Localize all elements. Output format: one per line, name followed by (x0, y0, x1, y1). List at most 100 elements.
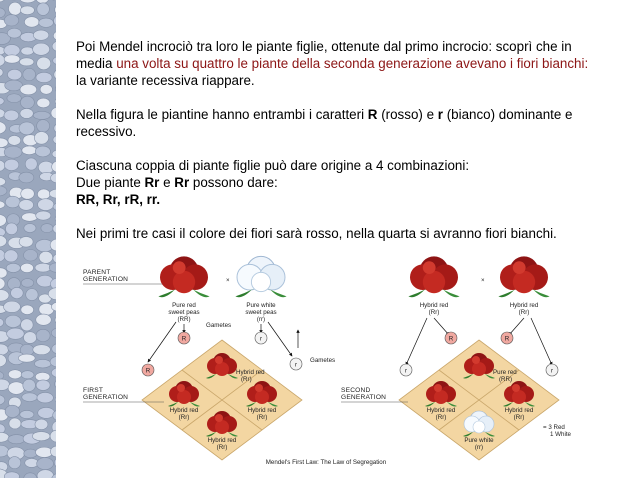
cell-right-right-label-1: Hybrid red (505, 407, 534, 414)
pebble (0, 214, 7, 227)
pebble (0, 432, 10, 443)
pebble (21, 212, 38, 222)
mendel-segregation-figure: PARENT GENERATION × Pure red sweet peas … (83, 255, 572, 466)
pebble (55, 86, 56, 92)
svg-text:R: R (146, 368, 151, 375)
p2-allele-R: R (367, 107, 378, 122)
hybrid-red-flower-left (408, 256, 460, 298)
pebble (19, 108, 34, 119)
pebble (0, 97, 5, 106)
pebble (5, 195, 21, 209)
pebble (0, 353, 7, 368)
pebble (0, 394, 6, 406)
pebble (50, 107, 56, 120)
pebble (0, 267, 8, 279)
pebble (8, 369, 23, 380)
pebble (36, 457, 54, 470)
pebble (7, 27, 22, 39)
pebble (47, 287, 56, 301)
pebble (51, 367, 56, 378)
ratio-white: 1 White (550, 431, 572, 438)
paragraph-3: Ciascuna coppia di piante figlie può dar… (76, 157, 601, 208)
pebble (23, 448, 38, 459)
pebble (4, 404, 20, 418)
pebble (8, 417, 22, 430)
cell-right-bottom-label-1: Pure white (464, 437, 494, 444)
pebble (0, 423, 6, 435)
pebble (19, 83, 37, 96)
pebble (0, 137, 9, 148)
pebble (7, 135, 22, 146)
ratio-red: = 3 Red (543, 424, 565, 431)
pebble (0, 200, 6, 209)
pebble (51, 473, 56, 478)
pebble (3, 109, 20, 122)
pebble (0, 0, 5, 3)
pebble (0, 277, 6, 290)
pebble (52, 56, 56, 65)
pebble (0, 121, 7, 135)
pebble (49, 356, 56, 368)
arrow-h1-r (405, 317, 428, 366)
pebble (32, 344, 51, 355)
pebble (52, 410, 56, 421)
pebble (54, 98, 56, 105)
pebble (18, 199, 34, 211)
paragraph-4: Nei primi tre casi il colore dei fiori s… (76, 225, 601, 242)
pebble (49, 429, 56, 443)
pebble (52, 224, 56, 234)
pebble (0, 235, 7, 248)
pebble (34, 131, 49, 145)
cell-left-top-label-1: Hybrid red (236, 369, 265, 376)
pebble (38, 251, 54, 264)
pebble (7, 68, 23, 81)
pebble (18, 121, 35, 136)
pebble (36, 56, 52, 71)
arrow-h2-R (508, 317, 525, 336)
pebble (54, 6, 56, 14)
pebble (54, 216, 56, 222)
p3-genotype-1: Rr (144, 175, 160, 190)
pebble (7, 381, 25, 395)
hybrid-red-flower-right (498, 256, 550, 298)
pebble (37, 188, 51, 200)
second-generation-label-1: SECOND (341, 387, 370, 394)
pebble (50, 277, 56, 290)
cell-left-top-label-2: (Rr) (241, 376, 252, 383)
p2-text-b: (rosso) e (377, 107, 438, 122)
pebble (0, 177, 6, 187)
pure-red-flower (158, 256, 210, 298)
pebble (23, 331, 37, 344)
pebble (52, 203, 56, 211)
pebble (53, 15, 56, 26)
p3-text-a: Ciascuna coppia di piante figlie può dar… (76, 158, 470, 173)
svg-text:r: r (551, 368, 553, 375)
arrow-h1-R (433, 317, 450, 336)
pebble (0, 185, 8, 197)
pebble (35, 210, 52, 221)
pebble (51, 302, 56, 312)
pure-white-flower (234, 255, 288, 299)
gamete-r-right-1: r (399, 363, 413, 377)
pebble (3, 145, 23, 159)
pebble (53, 70, 56, 79)
pebble (24, 16, 40, 28)
pebble (20, 46, 35, 56)
pebble (5, 222, 18, 235)
cell-left-right-label-1: Hybrid red (248, 407, 277, 414)
pebble (20, 278, 34, 288)
pebble (52, 135, 56, 144)
pebble (35, 329, 51, 342)
pebble (35, 379, 51, 391)
pebble (24, 157, 38, 171)
pebble (10, 287, 24, 299)
svg-text:r: r (295, 362, 297, 369)
p3-text-and: e (159, 175, 175, 190)
pebble (6, 93, 22, 103)
gamete-r-side: r (289, 357, 303, 371)
p1-text-a: Poi Mendel incrociò tra loro le piante f… (76, 39, 572, 71)
pure-red-label-1: Pure red (172, 302, 196, 309)
pebble (37, 198, 55, 211)
gamete-R-side: R (141, 363, 155, 377)
p2-allele-r: r (437, 107, 443, 122)
